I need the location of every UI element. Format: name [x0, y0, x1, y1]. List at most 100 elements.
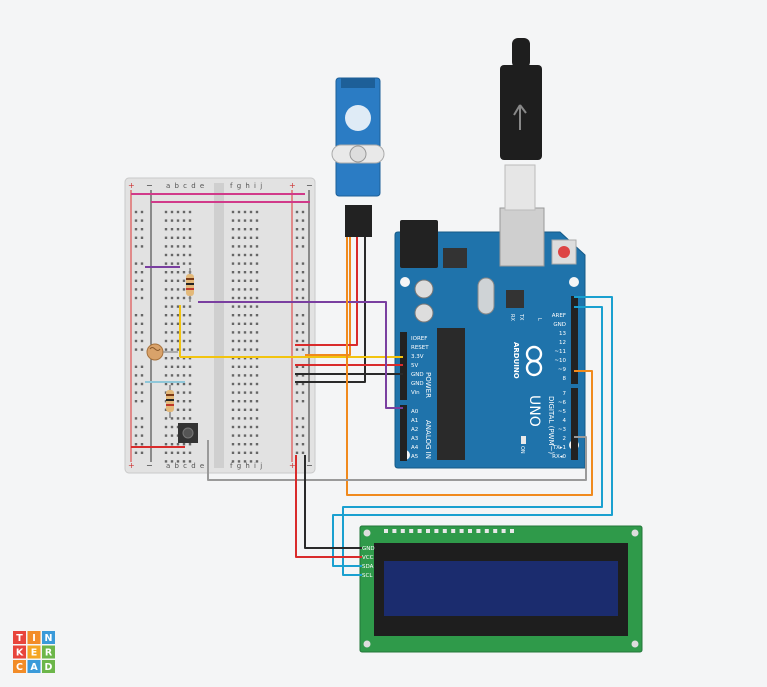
breadboard-hole[interactable]	[164, 245, 168, 248]
rail-hole[interactable]	[134, 314, 138, 317]
breadboard-hole[interactable]	[170, 288, 174, 291]
breadboard-hole[interactable]	[170, 460, 174, 463]
rail-hole[interactable]	[301, 228, 305, 231]
breadboard-hole[interactable]	[164, 236, 168, 239]
rail-hole[interactable]	[295, 331, 299, 334]
breadboard-hole[interactable]	[188, 228, 192, 231]
rail-hole[interactable]	[301, 322, 305, 325]
breadboard-hole[interactable]	[255, 262, 259, 265]
rail-hole[interactable]	[140, 391, 144, 394]
breadboard-hole[interactable]	[237, 288, 241, 291]
breadboard-hole[interactable]	[231, 425, 235, 429]
wires[interactable]	[131, 193, 613, 576]
breadboard-hole[interactable]	[255, 219, 259, 222]
breadboard-hole[interactable]	[176, 365, 180, 368]
breadboard-hole[interactable]	[170, 279, 174, 282]
breadboard-hole[interactable]	[243, 262, 247, 265]
breadboard-hole[interactable]	[231, 365, 235, 368]
breadboard-hole[interactable]	[237, 322, 241, 325]
breadboard-hole[interactable]	[243, 460, 247, 463]
rail-hole[interactable]	[301, 279, 305, 282]
rail-hole[interactable]	[295, 443, 299, 446]
breadboard-hole[interactable]	[182, 451, 186, 454]
rail-hole[interactable]	[134, 425, 138, 429]
breadboard-hole[interactable]	[188, 331, 192, 334]
rail-hole[interactable]	[140, 374, 144, 377]
breadboard-hole[interactable]	[243, 253, 247, 257]
breadboard-hole[interactable]	[243, 288, 247, 291]
breadboard-hole[interactable]	[249, 296, 253, 300]
servo-connector[interactable]	[345, 205, 372, 237]
rail-hole[interactable]	[134, 219, 138, 222]
breadboard-hole[interactable]	[164, 331, 168, 334]
rail-hole[interactable]	[140, 425, 144, 429]
breadboard-hole[interactable]	[249, 305, 253, 308]
breadboard-hole[interactable]	[255, 228, 259, 231]
rail-hole[interactable]	[295, 210, 299, 214]
breadboard-hole[interactable]	[170, 219, 174, 222]
breadboard-hole[interactable]	[182, 460, 186, 463]
breadboard-hole[interactable]	[255, 253, 259, 257]
breadboard-hole[interactable]	[237, 228, 241, 231]
rail-hole[interactable]	[134, 279, 138, 282]
breadboard-hole[interactable]	[255, 374, 259, 377]
rail-hole[interactable]	[295, 279, 299, 282]
breadboard-hole[interactable]	[182, 279, 186, 282]
breadboard-hole[interactable]	[164, 382, 168, 386]
analog-header[interactable]	[400, 405, 407, 461]
breadboard-hole[interactable]	[255, 417, 259, 420]
rail-hole[interactable]	[295, 262, 299, 265]
breadboard-hole[interactable]	[243, 331, 247, 334]
rail-hole[interactable]	[140, 219, 144, 222]
breadboard-hole[interactable]	[182, 339, 186, 343]
rail-hole[interactable]	[295, 417, 299, 420]
wire-pin9[interactable]	[346, 237, 593, 496]
breadboard-hole[interactable]	[237, 460, 241, 463]
breadboard-hole[interactable]	[176, 279, 180, 282]
breadboard-hole[interactable]	[231, 288, 235, 291]
breadboard-hole[interactable]	[170, 451, 174, 454]
breadboard-hole[interactable]	[176, 288, 180, 291]
breadboard-hole[interactable]	[249, 357, 253, 360]
rail-hole[interactable]	[134, 271, 138, 274]
wire-servo-signal[interactable]	[305, 237, 351, 356]
rail-hole[interactable]	[134, 331, 138, 334]
breadboard-hole[interactable]	[243, 219, 247, 222]
breadboard-hole[interactable]	[237, 382, 241, 386]
breadboard-hole[interactable]	[182, 253, 186, 257]
breadboard-hole[interactable]	[182, 348, 186, 351]
rail-hole[interactable]	[301, 382, 305, 386]
rail-hole[interactable]	[301, 331, 305, 334]
breadboard-hole[interactable]	[255, 443, 259, 446]
breadboard-hole[interactable]	[255, 391, 259, 394]
rail-hole[interactable]	[301, 339, 305, 343]
rail-hole[interactable]	[295, 434, 299, 437]
breadboard-hole[interactable]	[249, 219, 253, 222]
breadboard-hole[interactable]	[237, 425, 241, 429]
breadboard-hole[interactable]	[188, 348, 192, 351]
breadboard-hole[interactable]	[255, 382, 259, 386]
breadboard-hole[interactable]	[249, 331, 253, 334]
breadboard-hole[interactable]	[243, 374, 247, 377]
rail-hole[interactable]	[140, 339, 144, 343]
breadboard-hole[interactable]	[255, 400, 259, 403]
rail-hole[interactable]	[134, 417, 138, 420]
breadboard-hole[interactable]	[237, 443, 241, 446]
breadboard-hole[interactable]	[231, 443, 235, 446]
breadboard-hole[interactable]	[182, 400, 186, 403]
digital-header-top[interactable]	[571, 296, 578, 384]
breadboard-hole[interactable]	[231, 322, 235, 325]
breadboard-hole[interactable]	[237, 305, 241, 308]
breadboard-hole[interactable]	[255, 331, 259, 334]
breadboard-hole[interactable]	[164, 374, 168, 377]
breadboard-hole[interactable]	[255, 365, 259, 368]
breadboard-hole[interactable]	[164, 443, 168, 446]
breadboard-hole[interactable]	[231, 382, 235, 386]
breadboard-hole[interactable]	[255, 357, 259, 360]
breadboard-hole[interactable]	[176, 391, 180, 394]
breadboard-hole[interactable]	[182, 322, 186, 325]
breadboard-hole[interactable]	[249, 339, 253, 343]
rail-hole[interactable]	[134, 245, 138, 248]
